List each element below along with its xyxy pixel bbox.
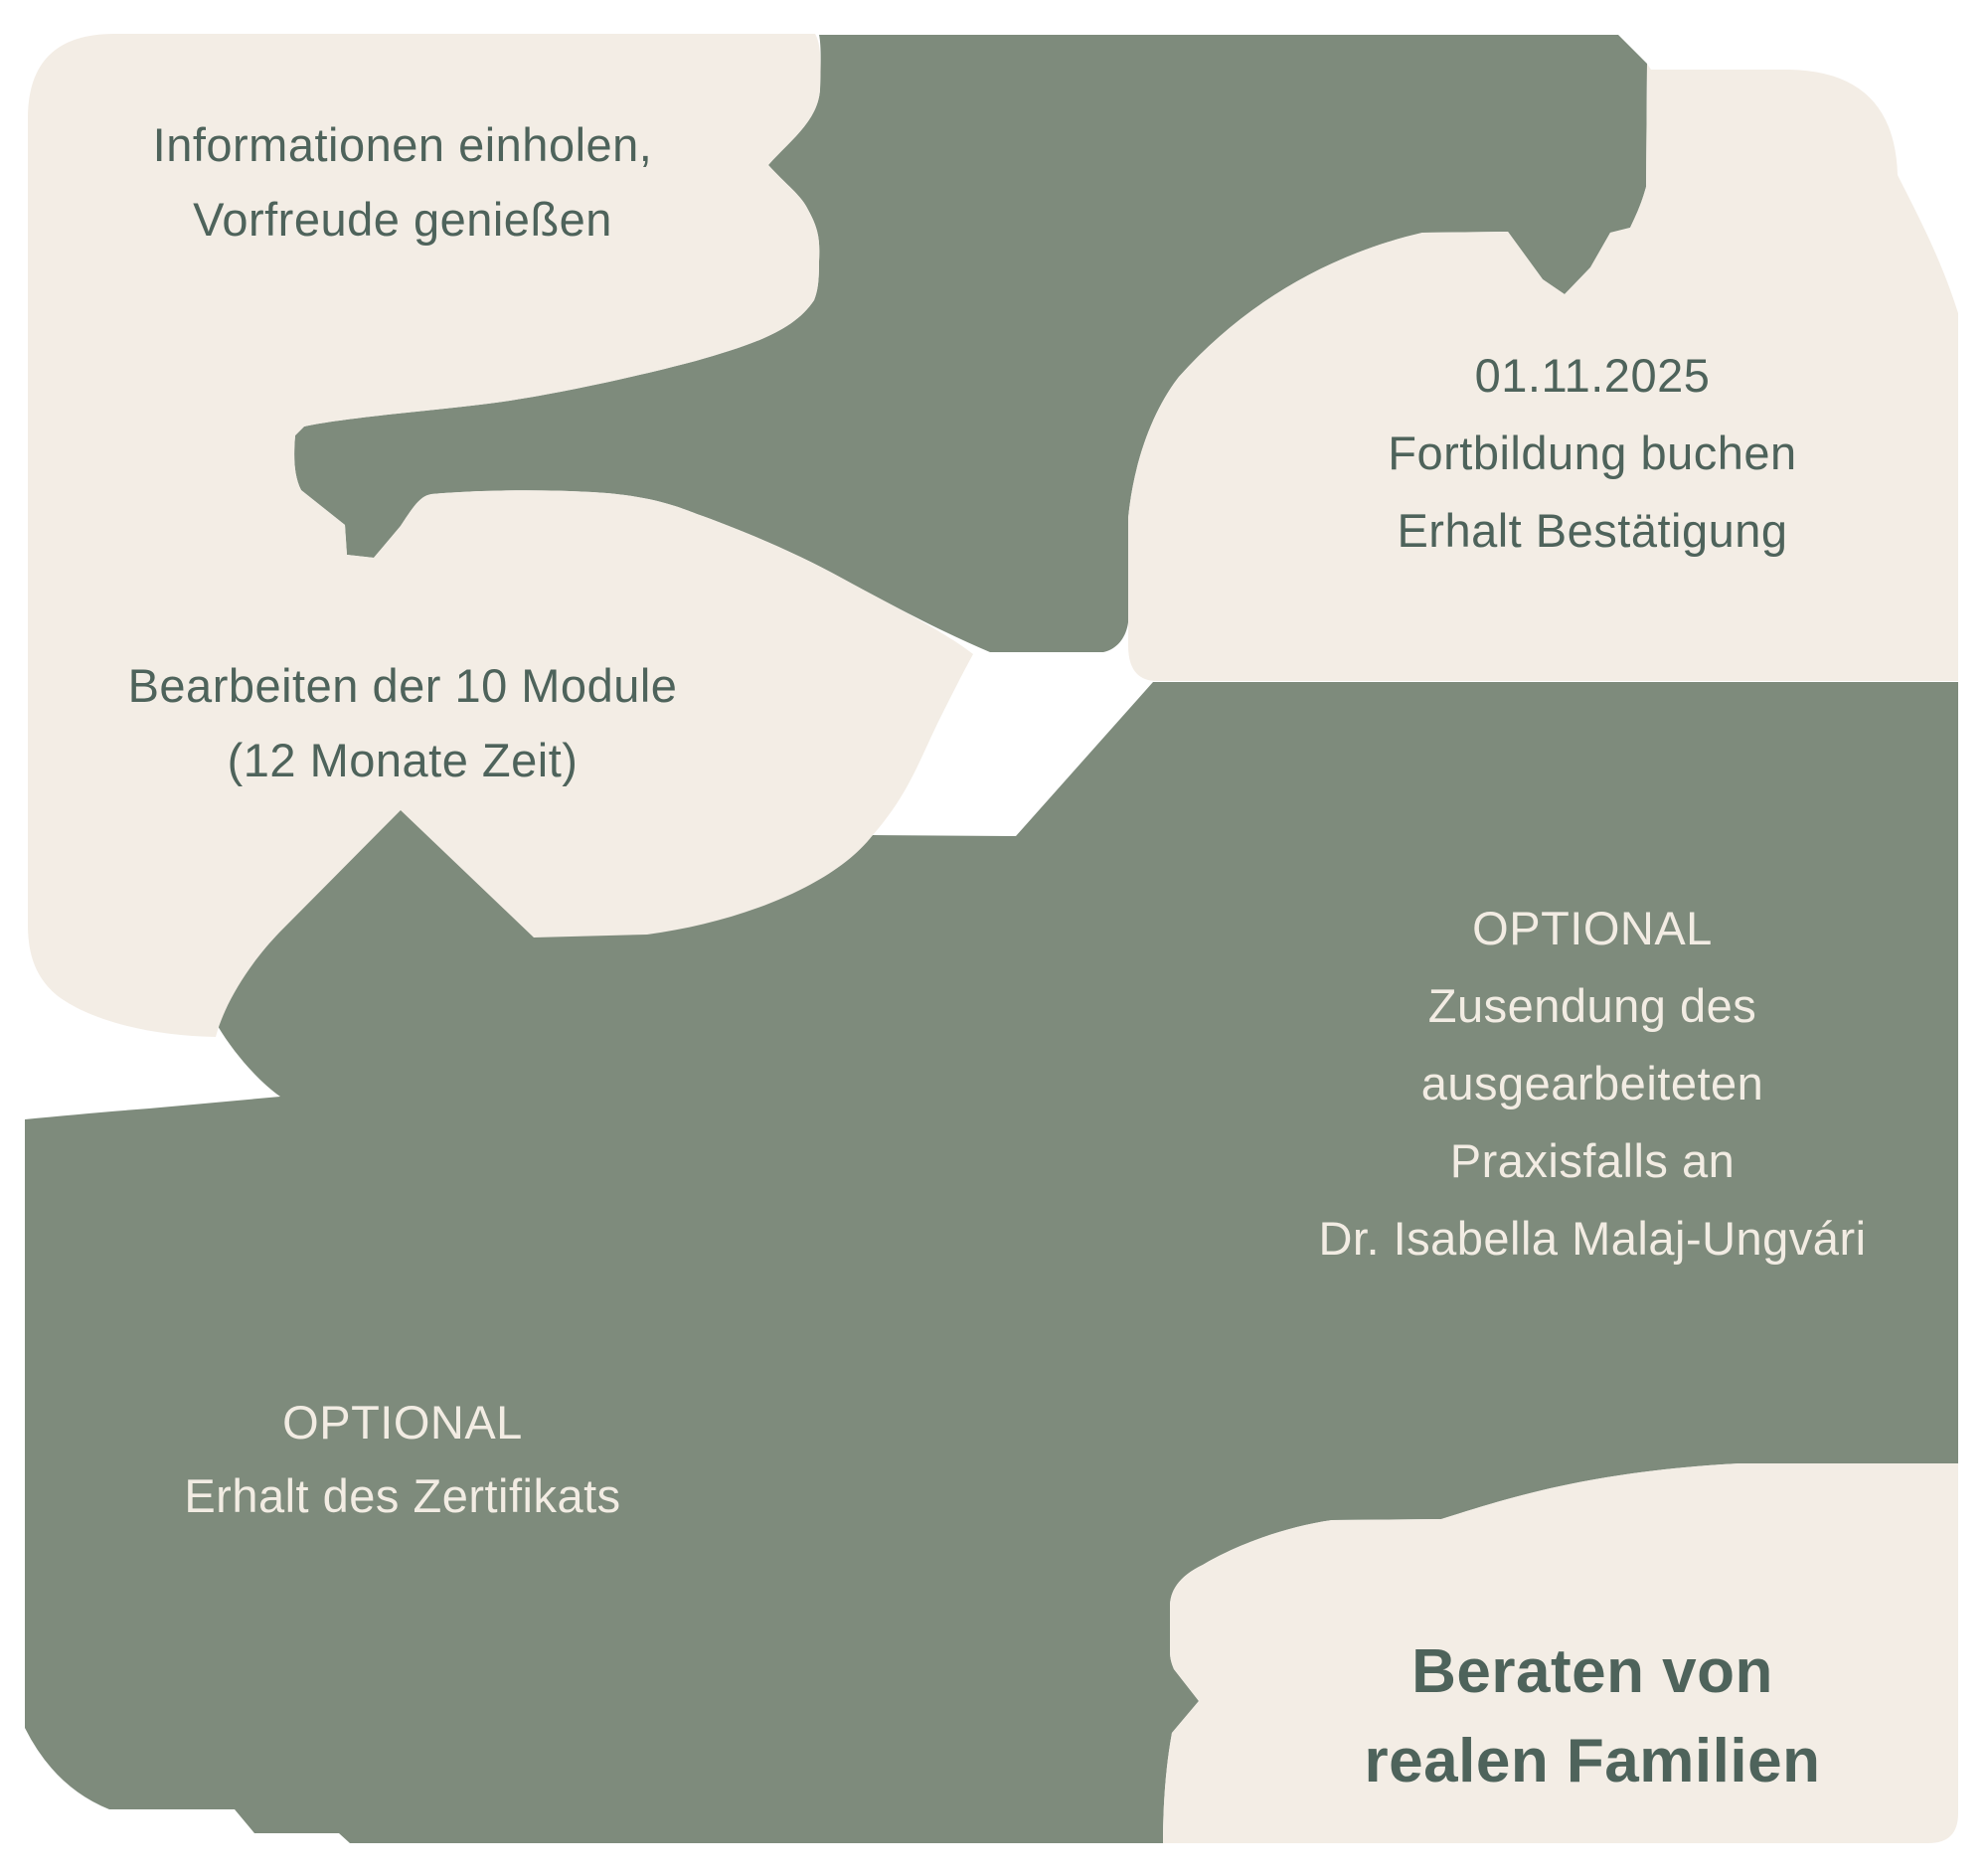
step-4-line-4: Praxisfalls an: [1449, 1134, 1736, 1187]
step-6-line-1: Beraten von: [1411, 1637, 1773, 1706]
step-5-line-2: Erhalt des Zertifikats: [184, 1469, 621, 1522]
step-3-label: Bearbeiten der 10 Module (12 Monate Zeit…: [128, 648, 678, 797]
step-4-line-2: Zusendung des: [1427, 979, 1757, 1032]
blob-cream-top-left: [28, 34, 973, 1037]
step-3-line-1: Bearbeiten der 10 Module: [127, 659, 678, 712]
step-2-label: 01.11.2025 Fortbildung buchen Erhalt Bes…: [1388, 337, 1796, 570]
step-2-line-2: Fortbildung buchen: [1388, 426, 1797, 479]
step-5-line-1: OPTIONAL: [282, 1396, 523, 1449]
step-3-line-2: (12 Monate Zeit): [227, 734, 579, 786]
step-1-line-1: Informationen einholen,: [152, 118, 653, 171]
step-2-line-3: Erhalt Bestätigung: [1397, 504, 1788, 557]
step-6-goal-title: Beraten von realen Familien: [1365, 1627, 1821, 1806]
step-6-line-2: realen Familien: [1364, 1727, 1821, 1795]
step-4-label: OPTIONAL Zusendung des ausgearbeiteten P…: [1318, 890, 1866, 1278]
step-1-label: Informationen einholen, Vorfreude genieß…: [153, 107, 653, 256]
step-4-line-5: Dr. Isabella Malaj-Ungvári: [1318, 1212, 1867, 1265]
step-4-line-1: OPTIONAL: [1472, 902, 1713, 954]
step-2-line-1: 01.11.2025: [1474, 349, 1711, 402]
blob-green-bottom: [25, 682, 1958, 1843]
step-1-line-2: Vorfreude genießen: [193, 193, 612, 246]
blob-cream-top-right: [1128, 64, 1958, 681]
blob-cream-bottom-right: [1163, 1463, 1958, 1843]
step-5-label: OPTIONAL Erhalt des Zertifikats: [184, 1386, 620, 1533]
step-4-line-3: ausgearbeiteten: [1420, 1057, 1764, 1109]
blob-green-top-center: [294, 35, 1647, 652]
